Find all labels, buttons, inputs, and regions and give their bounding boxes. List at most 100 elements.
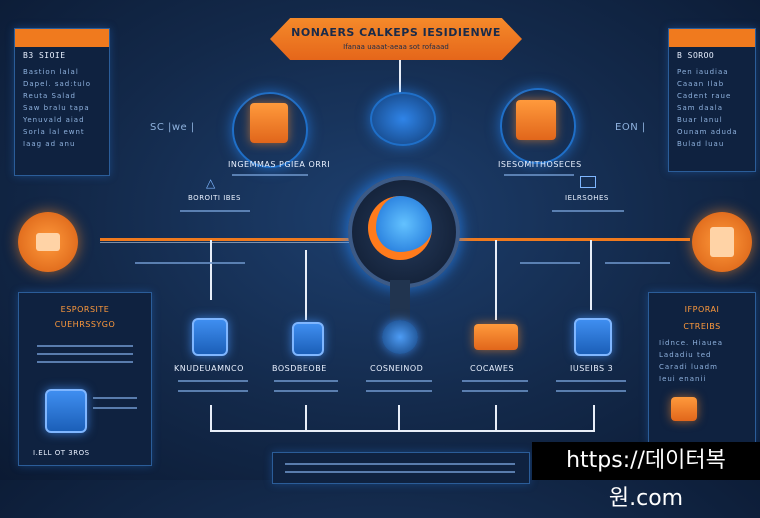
bottom-node-label: COCAWES bbox=[470, 364, 515, 373]
bottom-node-label: IUSEIBS 3 bbox=[570, 364, 614, 373]
panel-row: Caradi luadm bbox=[659, 363, 718, 371]
text-bar bbox=[462, 390, 528, 392]
panel-row: Reuta Salad bbox=[23, 92, 76, 100]
hub-core bbox=[368, 196, 432, 260]
bottom-v2 bbox=[305, 405, 307, 432]
right-mid-label: EON | bbox=[615, 122, 646, 133]
diagram-subtitle: Ifanaa uaaat-aeaa sot rofaaad bbox=[343, 43, 449, 51]
panel-footer: I.ELL OT 3ROS bbox=[33, 449, 90, 457]
text-bar bbox=[285, 471, 515, 473]
panel-heading-2: CTREIBS bbox=[683, 322, 721, 331]
drop-4 bbox=[495, 240, 497, 320]
panel-row: Iidnce. Hiauea bbox=[659, 339, 724, 347]
title-banner: NONAERS CALKEPS IESIDIENWE Ifanaa uaaat-… bbox=[270, 18, 522, 60]
orange-bus-left bbox=[100, 238, 350, 241]
text-bar bbox=[366, 390, 432, 392]
text-bar bbox=[37, 345, 133, 347]
text-bar bbox=[285, 463, 515, 465]
diagram-title: NONAERS CALKEPS IESIDIENWE bbox=[291, 26, 501, 39]
hub-foot bbox=[382, 320, 418, 354]
server-icon bbox=[292, 322, 324, 356]
warning-icon: △ bbox=[206, 176, 216, 190]
text-bar bbox=[366, 380, 432, 382]
watermark: https://데이터복원.com bbox=[532, 442, 760, 511]
panel-row: Buar lanul bbox=[677, 116, 723, 124]
panel-row: Ieui enanii bbox=[659, 375, 707, 383]
panel-row: Bulad luau bbox=[677, 140, 725, 148]
bottom-node-label: COSNEINOD bbox=[370, 364, 424, 373]
bottom-right-panel: IFPORAI CTREIBS Iidnce. Hiauea Ladadiu t… bbox=[648, 292, 756, 444]
panel-row: Ladadiu ted bbox=[659, 351, 712, 359]
bottom-node-label: BOSDBEOBE bbox=[272, 364, 327, 373]
text-bar bbox=[135, 262, 245, 264]
cube-icon bbox=[671, 397, 697, 421]
panel-header bbox=[669, 29, 755, 47]
panel-row: Saw bralu tapa bbox=[23, 104, 90, 112]
small-right-label: IELRSOHES bbox=[565, 194, 609, 202]
bottom-node-label: KNUDEUAMNCO bbox=[174, 364, 244, 373]
panel-row: Ounam aduda bbox=[677, 128, 738, 136]
panel-row: Iaag ad anu bbox=[23, 140, 76, 148]
bottom-left-panel: ESPORSITE CUEHRSSYGO I.ELL OT 3ROS bbox=[18, 292, 152, 466]
text-bar bbox=[274, 380, 338, 382]
top-left-panel: B3 SIOIE Bastion lalal Dapel. sad:tulo R… bbox=[14, 28, 110, 176]
text-bar bbox=[462, 380, 528, 382]
panel-heading-1: IFPORAI bbox=[684, 305, 720, 314]
monitor-icon bbox=[580, 176, 596, 188]
small-left-label: BOROITI IBES bbox=[188, 194, 241, 202]
drop-2 bbox=[305, 250, 307, 320]
truck-icon bbox=[474, 324, 518, 350]
text-bar bbox=[504, 174, 574, 176]
monitor-icon bbox=[574, 318, 612, 356]
drop-5 bbox=[590, 240, 592, 310]
text-bar bbox=[520, 262, 580, 264]
top-right-node-label: ISESOMITHOSECES bbox=[498, 160, 582, 169]
text-bar bbox=[37, 361, 133, 363]
top-left-node-label: INGEMMAS PGIEA ORRI bbox=[228, 160, 331, 169]
text-bar bbox=[556, 390, 626, 392]
wallet-icon bbox=[36, 233, 60, 251]
bottom-center-box bbox=[272, 452, 530, 484]
text-bar bbox=[556, 380, 626, 382]
panel-row: Sam daala bbox=[677, 104, 724, 112]
panel-row: Sorla lal ewnt bbox=[23, 128, 85, 136]
panel-header bbox=[15, 29, 109, 47]
top-center-emblem bbox=[370, 92, 436, 146]
text-bar bbox=[274, 390, 338, 392]
text-bar bbox=[93, 397, 137, 399]
hub-stem bbox=[390, 280, 410, 320]
title-connector bbox=[399, 60, 401, 100]
panel-row: Pen iaudiaa bbox=[677, 68, 729, 76]
database-icon bbox=[192, 318, 228, 356]
document-icon bbox=[516, 100, 556, 140]
left-bus-light bbox=[100, 242, 350, 243]
text-bar bbox=[93, 407, 137, 409]
panel-row: Yenuvald aiad bbox=[23, 116, 85, 124]
clipboard-icon bbox=[710, 227, 734, 257]
bottom-v3 bbox=[398, 405, 400, 432]
panel-heading: B SOROO bbox=[677, 51, 715, 60]
text-bar bbox=[552, 210, 624, 212]
text-bar bbox=[178, 380, 248, 382]
document-stack-icon bbox=[45, 389, 87, 433]
panel-row: Dapel. sad:tulo bbox=[23, 80, 91, 88]
panel-row: Caaan Ilab bbox=[677, 80, 725, 88]
orange-bus-right bbox=[450, 238, 690, 241]
panel-row: Bastion lalal bbox=[23, 68, 79, 76]
bottom-v4 bbox=[495, 405, 497, 432]
left-mid-label: SC |we | bbox=[150, 122, 195, 133]
text-bar bbox=[37, 353, 133, 355]
bottom-v1 bbox=[210, 405, 212, 432]
panel-row: Cadent raue bbox=[677, 92, 732, 100]
panel-heading: B3 SIOIE bbox=[23, 51, 66, 60]
panel-rows: Bastion lalal Dapel. sad:tulo Reuta Sala… bbox=[15, 68, 109, 148]
text-bar bbox=[178, 390, 248, 392]
top-right-node-ring bbox=[500, 88, 576, 164]
text-bar bbox=[232, 174, 308, 176]
drop-1 bbox=[210, 240, 212, 300]
bottom-hline bbox=[210, 430, 595, 432]
text-bar bbox=[605, 262, 670, 264]
top-left-node-ring bbox=[232, 92, 308, 168]
text-bar bbox=[180, 210, 250, 212]
top-right-panel: B SOROO Pen iaudiaa Caaan Ilab Cadent ra… bbox=[668, 28, 756, 172]
